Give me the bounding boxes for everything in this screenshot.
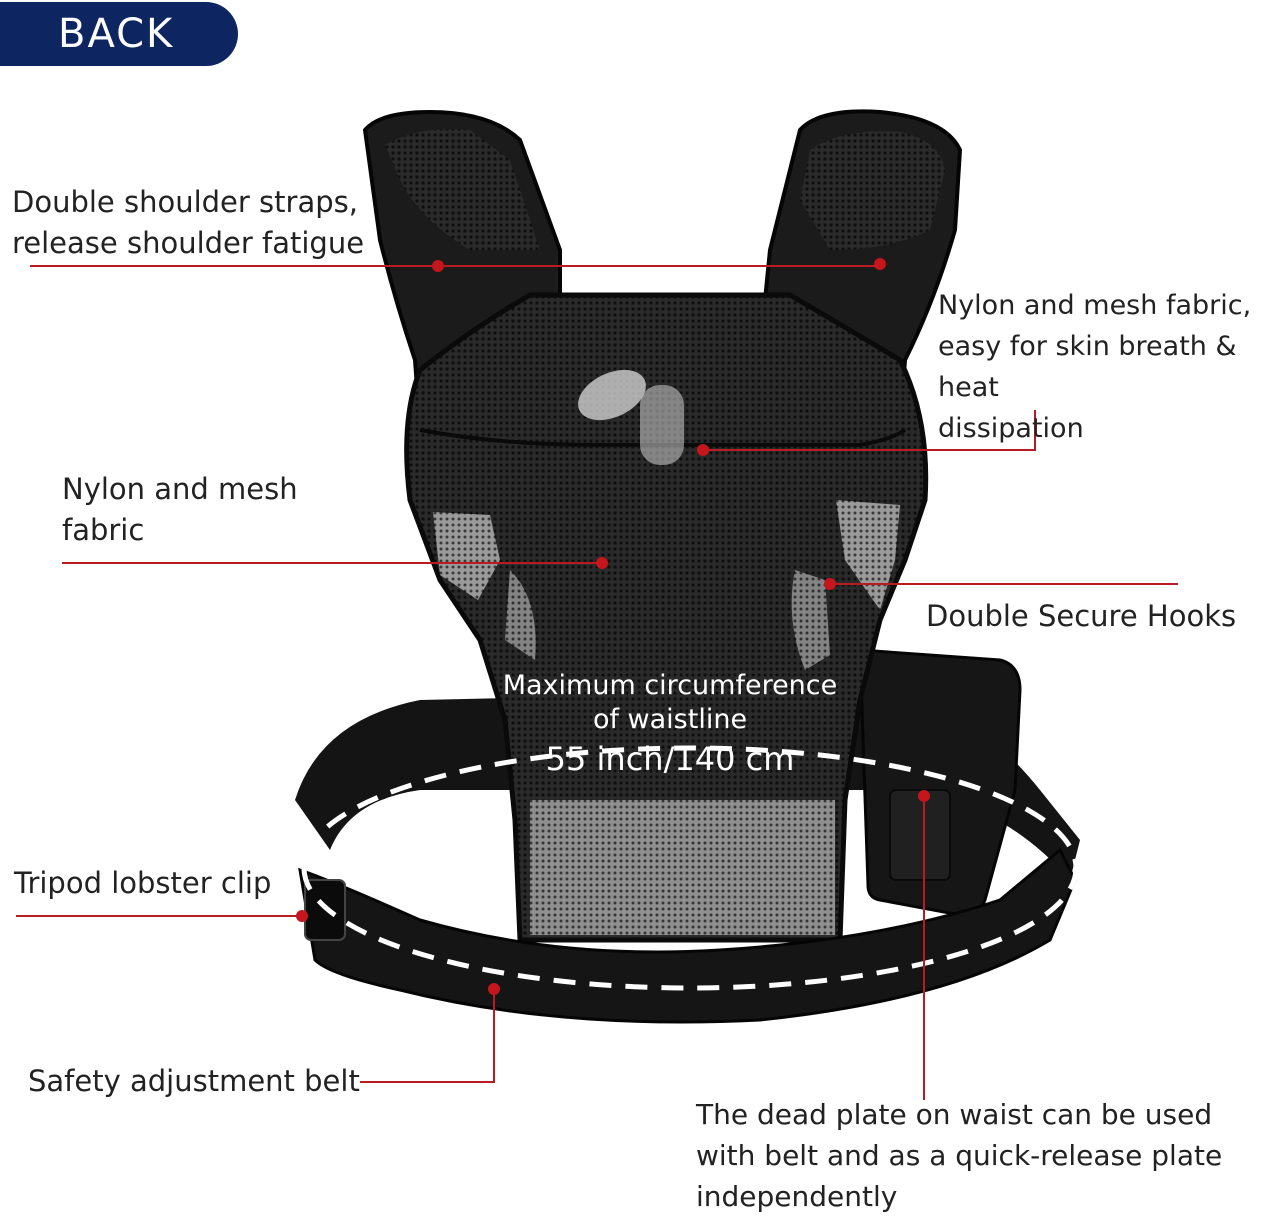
callout-lines: [16, 265, 1178, 1100]
callout-dots: [296, 258, 930, 995]
callout-secure-hooks: Double Secure Hooks: [926, 599, 1237, 633]
waistline-measure: 55 inch/140 cm: [545, 740, 795, 778]
callout-tripod-clip: Tripod lobster clip: [14, 866, 272, 900]
belt-front: [298, 847, 1077, 1024]
back-panel: [404, 292, 929, 943]
back-badge: BACK: [0, 2, 238, 66]
back-badge-label: BACK: [58, 11, 175, 57]
callout-safety-belt: Safety adjustment belt: [28, 1064, 360, 1098]
waistline-title-line2: of waistline: [592, 704, 748, 735]
callout-nylon-mesh-breath: Nylon and mesh fabric, easy for skin bre…: [938, 290, 1252, 444]
callout-shoulder-straps: Double shoulder straps, release shoulder…: [12, 185, 365, 260]
callout-nylon-mesh: Nylon and mesh fabric: [62, 472, 298, 547]
callout-dead-plate: The dead plate on waist can be used with…: [696, 1098, 1223, 1213]
waistline-title-line1: Maximum circumference: [502, 670, 838, 701]
waistline-ellipse: [301, 745, 1079, 991]
